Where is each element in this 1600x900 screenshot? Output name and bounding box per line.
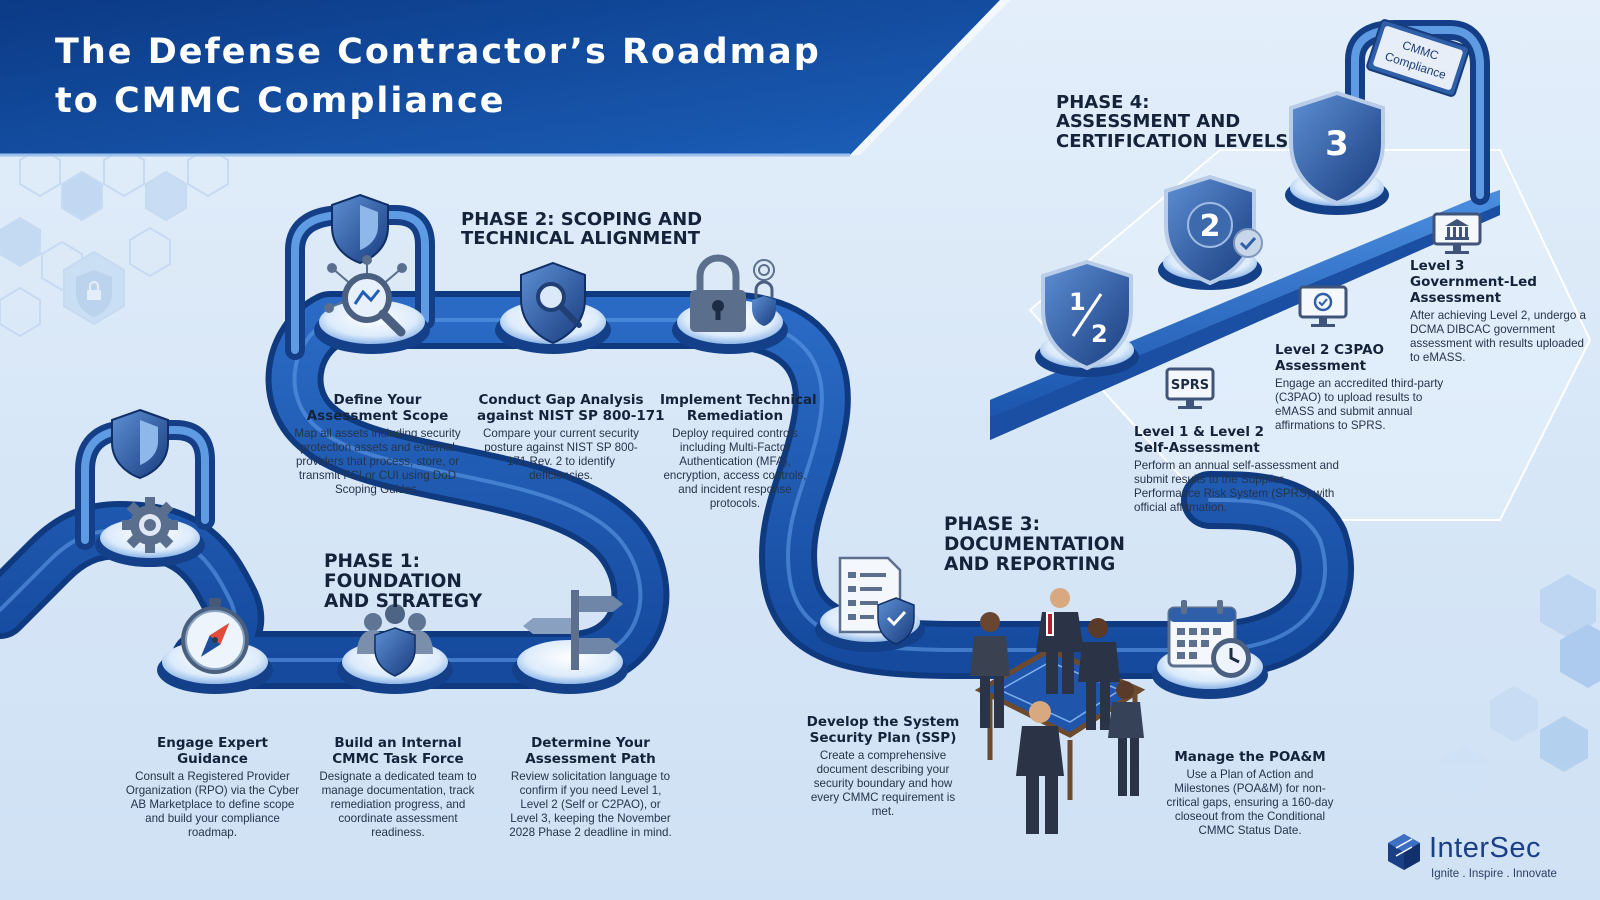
step-title: Level 3 Government-Led Assessment xyxy=(1410,258,1537,306)
logo-tagline: Ignite . Inspire . Innovate xyxy=(1431,868,1557,880)
padlock-fingerprint-icon xyxy=(690,254,776,332)
hexagon-pattern-right xyxy=(1440,574,1600,802)
step-manage-poam: Manage the POA&M Use a Plan of Action an… xyxy=(1160,749,1340,838)
step-description: Engage an accredited third-party (C3PAO)… xyxy=(1275,377,1444,432)
checklist-document-icon xyxy=(838,556,915,645)
step-determine-assessment-path: Determine Your Assessment Path Review so… xyxy=(508,735,673,840)
team-shield-icon xyxy=(357,604,433,677)
sprs-badge-label: SPRS xyxy=(1171,378,1209,393)
intersec-logo: InterSec Ignite . Inspire . Innovate xyxy=(1385,830,1585,886)
intersec-logo-icon xyxy=(1388,834,1420,870)
certificate-monitor-icon xyxy=(1298,285,1348,327)
phase2-heading: PHASE 2: SCOPING AND TECHNICAL ALIGNMENT xyxy=(461,209,703,250)
svg-text:2: 2 xyxy=(1091,320,1108,348)
title-line-1: The Defense Contractor’s Roadmap xyxy=(55,32,821,72)
level-2-shield-icon: 2 xyxy=(1164,174,1263,286)
compass-icon xyxy=(181,598,249,674)
step-description: Designate a dedicated team to manage doc… xyxy=(319,770,477,839)
step-engage-expert-guidance: Engage Expert Guidance Consult a Registe… xyxy=(125,735,300,840)
level-2-shield-label: 2 xyxy=(1200,209,1221,244)
lock-shield-watermark-icon xyxy=(76,270,112,317)
step-title: Level 1 & Level 2 Self-Assessment xyxy=(1134,424,1265,456)
team-meeting-illustration xyxy=(970,588,1146,834)
step-description: After achieving Level 2, undergo a DCMA … xyxy=(1410,309,1586,364)
shield-search-icon xyxy=(520,261,586,345)
cmmc-compliance-sign: CMMC Compliance xyxy=(1366,19,1470,97)
step-description: Review solicitation language to confirm … xyxy=(509,770,672,839)
step-description: Compare your current security posture ag… xyxy=(483,427,639,482)
phase1-heading: PHASE 1: FOUNDATION AND STRATEGY xyxy=(324,551,483,612)
step-title: Level 2 C3PAO Assessment xyxy=(1275,342,1385,374)
title-banner xyxy=(0,0,1010,157)
page-title: The Defense Contractor’s Roadmap to CMMC… xyxy=(55,28,895,126)
government-building-icon xyxy=(1432,212,1482,254)
level-3-shield-label: 3 xyxy=(1325,124,1349,164)
step-level3-government-led-assessment: Level 3 Government-Led Assessment After … xyxy=(1410,258,1590,365)
step-title: Build an Internal CMMC Task Force xyxy=(332,735,464,767)
step-title: Determine Your Assessment Path xyxy=(525,735,656,767)
level-3-shield-icon: 3 xyxy=(1289,90,1385,206)
step-implement-technical-remediation: Implement Technical Remediation Deploy r… xyxy=(660,392,817,511)
step-conduct-gap-analysis: Conduct Gap Analysis against NIST SP 800… xyxy=(477,392,665,483)
level-1-2-shield-label: 1 xyxy=(1069,288,1086,316)
step-description: Perform an annual self-assessment and su… xyxy=(1134,459,1339,514)
step-description: Use a Plan of Action and Milestones (POA… xyxy=(1166,768,1334,837)
step-build-task-force: Build an Internal CMMC Task Force Design… xyxy=(318,735,478,840)
step-description: Deploy required controls including Multi… xyxy=(663,427,807,510)
magnifier-network-icon xyxy=(324,255,407,337)
step-title: Implement Technical Remediation xyxy=(660,392,817,424)
step-level1-level2-self-assessment: Level 1 & Level 2 Self-Assessment Perfor… xyxy=(1134,424,1344,515)
logo-name: InterSec xyxy=(1429,832,1541,864)
step-title: Manage the POA&M xyxy=(1174,749,1326,765)
phase1-arch-shield-icon xyxy=(111,408,169,480)
step-define-assessment-scope: Define Your Assessment Scope Map all ass… xyxy=(290,392,465,497)
step-description: Consult a Registered Provider Organizati… xyxy=(125,770,300,839)
title-line-2: to CMMC Compliance xyxy=(55,81,506,121)
step-title: Develop the System Security Plan (SSP) xyxy=(806,714,960,746)
step-description: Map all assets including security protec… xyxy=(294,427,461,496)
hexagon-pattern-left xyxy=(0,146,229,338)
signpost-icon xyxy=(523,590,623,670)
sprs-monitor-icon: SPRS xyxy=(1165,367,1215,409)
phase3-heading: PHASE 3: DOCUMENTATION AND REPORTING xyxy=(944,514,1125,575)
step-title: Define Your Assessment Scope xyxy=(306,392,449,424)
step-title: Conduct Gap Analysis against NIST SP 800… xyxy=(477,392,665,424)
step-level2-c3pao-assessment: Level 2 C3PAO Assessment Engage an accre… xyxy=(1275,342,1455,433)
phase2-arch-shield-icon xyxy=(331,193,389,265)
level-1-2-shield-icon: 1 2 xyxy=(1041,259,1133,371)
step-title: Engage Expert Guidance xyxy=(157,735,268,767)
step-develop-ssp: Develop the System Security Plan (SSP) C… xyxy=(802,714,964,819)
phase4-arch xyxy=(1345,20,1490,205)
phase4-heading: PHASE 4: ASSESSMENT AND CERTIFICATION LE… xyxy=(1056,92,1289,152)
gear-icon xyxy=(122,497,178,553)
calendar-clock-icon xyxy=(1167,600,1251,678)
step-description: Create a comprehensive document describi… xyxy=(810,749,956,818)
